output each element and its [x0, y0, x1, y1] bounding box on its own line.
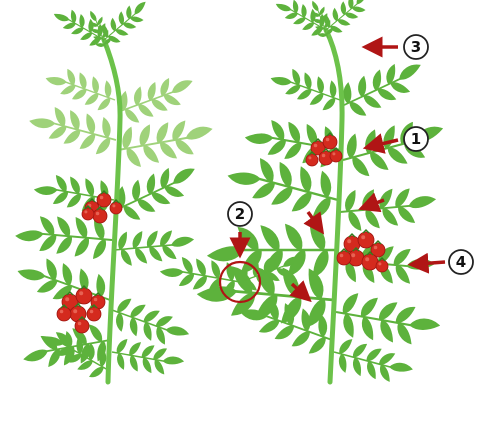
- callout-1-number: 1: [411, 130, 421, 148]
- tomato-fruit: [362, 254, 378, 270]
- fruit-highlight: [308, 156, 311, 159]
- tomato-fruit: [87, 307, 101, 321]
- callout-4-number: 4: [456, 253, 466, 271]
- fruit-highlight: [326, 138, 330, 142]
- left-tip-leaf: [84, 8, 114, 52]
- fruit-highlight: [84, 210, 87, 213]
- tomato-fruit: [76, 288, 92, 304]
- left-compound-leaf: [112, 68, 199, 129]
- fruit-highlight: [365, 257, 369, 261]
- callout-3: 3: [404, 35, 428, 59]
- left-plant: [13, 0, 216, 384]
- right-compound-leaf: [334, 51, 430, 124]
- right-growing-tip: [272, 0, 377, 41]
- left-growing-tip: [50, 0, 155, 51]
- fruit-highlight: [112, 204, 115, 207]
- right-foliage: [159, 51, 449, 390]
- callout-2: 2: [228, 202, 252, 226]
- right-compound-leaf: [267, 60, 345, 115]
- left-compound-leaf: [20, 321, 113, 375]
- right-compound-leaf: [337, 111, 449, 183]
- fruit-highlight: [90, 310, 94, 314]
- callout-2-number: 2: [235, 205, 245, 223]
- tomato-fruit: [93, 209, 107, 223]
- left-compound-leaf: [108, 155, 204, 228]
- callout-4: 4: [449, 250, 473, 274]
- fruit-highlight: [78, 322, 82, 326]
- fruit-highlight: [340, 254, 344, 257]
- fruit-highlight: [96, 212, 100, 216]
- fruit-highlight: [332, 152, 335, 155]
- left-compound-leaf: [112, 225, 194, 267]
- callout-1: 1: [404, 127, 428, 151]
- fruit-highlight: [314, 144, 318, 148]
- right-fruit-cluster-lower: [337, 230, 388, 272]
- fruit-highlight: [65, 297, 69, 301]
- fruit-highlight: [94, 298, 98, 302]
- fruit-highlight: [100, 196, 104, 200]
- right-plant: [159, 0, 449, 390]
- arrow-callout-4: [418, 262, 445, 264]
- tomato-fruit: [358, 232, 374, 248]
- tomato-fruit: [376, 260, 388, 272]
- tomato-fruit: [306, 154, 318, 166]
- left-compound-leaf: [114, 112, 216, 171]
- tomato-fruit: [330, 150, 342, 162]
- tomato-fruit: [97, 193, 111, 207]
- tomato-fruit: [323, 135, 337, 149]
- fruit-highlight: [322, 154, 326, 158]
- fruit-highlight: [361, 235, 365, 239]
- tomato-fruit: [82, 208, 94, 220]
- tomato-fruit: [75, 319, 89, 333]
- left-compound-leaf: [42, 60, 120, 115]
- tomato-fruit: [110, 202, 122, 214]
- left-compound-leaf: [109, 336, 185, 380]
- fruit-highlight: [60, 310, 64, 314]
- tomato-fruit: [57, 307, 71, 321]
- right-compound-leaf: [338, 182, 437, 233]
- fruit-highlight: [374, 246, 378, 250]
- left-compound-leaf: [26, 98, 121, 159]
- fruit-highlight: [378, 262, 381, 265]
- tomato-fruit: [337, 251, 351, 265]
- fruit-highlight: [79, 291, 83, 295]
- callout-3-number: 3: [411, 38, 421, 56]
- fruit-highlight: [73, 309, 77, 313]
- fruit-highlight: [347, 239, 351, 243]
- right-compound-leaf: [329, 335, 415, 390]
- fruit-highlight: [351, 253, 355, 257]
